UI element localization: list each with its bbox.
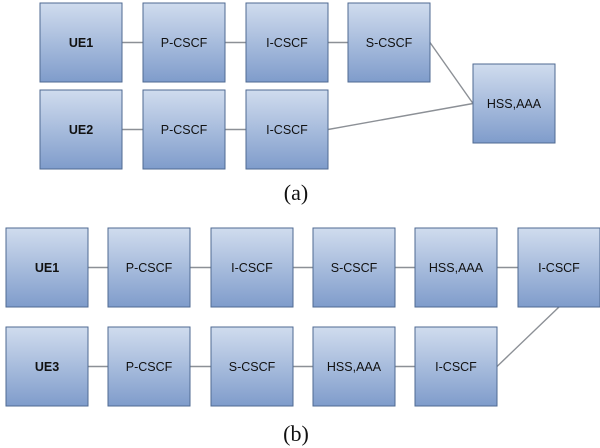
diagram-b-node-b_ue3: UE3 [5,326,89,407]
diagram-a-node-label: I-CSCF [266,123,308,137]
diagram-a-node-a_icscf1: I-CSCF [245,2,329,83]
diagram-a-node-a_scscf1: S-CSCF [347,2,431,83]
diagram-b-node-box [210,326,294,407]
diagram-a-node-a_pcscf2: P-CSCF [142,89,226,170]
diagram-a-node-box [142,2,226,83]
diagram-b-node-box [210,227,294,308]
diagram-a-node-label: P-CSCF [161,36,208,50]
diagram-b-node-b_icscf1: I-CSCF [210,227,294,308]
diagram-b-node-label: I-CSCF [231,261,273,275]
diagram-b-node-label: UE1 [35,261,59,275]
diagram-b-node-b_hss1: HSS,AAA [414,227,498,308]
diagram-b-node-label: I-CSCF [435,360,477,374]
diagram-a-node-label: HSS,AAA [487,97,542,111]
diagram-b-node-box [517,227,600,308]
diagram-b-node-box [414,227,498,308]
diagram-a-node-box [142,89,226,170]
diagram-b-node-b_icscf2: I-CSCF [517,227,600,308]
diagram-b-node-b_scscf2: S-CSCF [210,326,294,407]
diagram-a-node-label: I-CSCF [266,36,308,50]
diagram-b-node-box [312,227,396,308]
diagram-a-node-box [39,2,123,83]
diagram-a-node-box [472,63,556,144]
diagram-a-edges [122,41,474,131]
diagram-a-node-a_hss: HSS,AAA [472,63,556,144]
diagram-b-node-label: UE3 [35,360,59,374]
diagram-a-node-a_ue2: UE2 [39,89,123,170]
diagram-a-caption: (a) [284,180,308,205]
diagram-b-node-label: S-CSCF [331,261,378,275]
diagram-b-node-b_ue1: UE1 [5,227,89,308]
diagram-a-edge-a_icscf2-a_hss [327,102,474,131]
diagram-b-node-box [5,227,89,308]
diagram-a-node-label: UE1 [69,36,93,50]
diagram-b-caption: (b) [283,421,309,446]
diagram-a-node-box [245,2,329,83]
diagram-b-node-label: HSS,AAA [327,360,382,374]
diagram-b-node-b_scscf1: S-CSCF [312,227,396,308]
diagram-b-node-label: P-CSCF [126,360,173,374]
diagram-a-node-label: P-CSCF [161,123,208,137]
diagram-a-node-label: UE2 [69,123,93,137]
diagram-a-node-a_ue1: UE1 [39,2,123,83]
diagram-a-node-a_icscf2: I-CSCF [245,89,329,170]
diagram-b-node-box [107,326,191,407]
diagram-b-node-label: P-CSCF [126,261,173,275]
diagram-b-node-b_icscf3: I-CSCF [414,326,498,407]
diagram-b-node-label: HSS,AAA [429,261,484,275]
diagram-b-node-box [414,326,498,407]
diagram-b-node-label: I-CSCF [538,261,580,275]
diagram-a-node-label: S-CSCF [366,36,413,50]
diagram-b-node-b_pcscf1: P-CSCF [107,227,191,308]
diagram-a-node-box [347,2,431,83]
diagram-b-node-box [5,326,89,407]
diagram-a-node-box [39,89,123,170]
diagram-a-node-box [245,89,329,170]
diagram-b-node-label: S-CSCF [229,360,276,374]
diagram-b-node-box [312,326,396,407]
diagram-b-node-box [107,227,191,308]
diagram-a-node-a_pcscf1: P-CSCF [142,2,226,83]
diagram-b-edge-b_icscf2-b_icscf3 [496,306,560,368]
diagram-b-edges [88,266,560,368]
diagram-b-node-b_hss2: HSS,AAA [312,326,396,407]
diagram-b-node-b_pcscf2: P-CSCF [107,326,191,407]
diagram-a-edge-a_scscf1-a_hss [429,42,474,104]
